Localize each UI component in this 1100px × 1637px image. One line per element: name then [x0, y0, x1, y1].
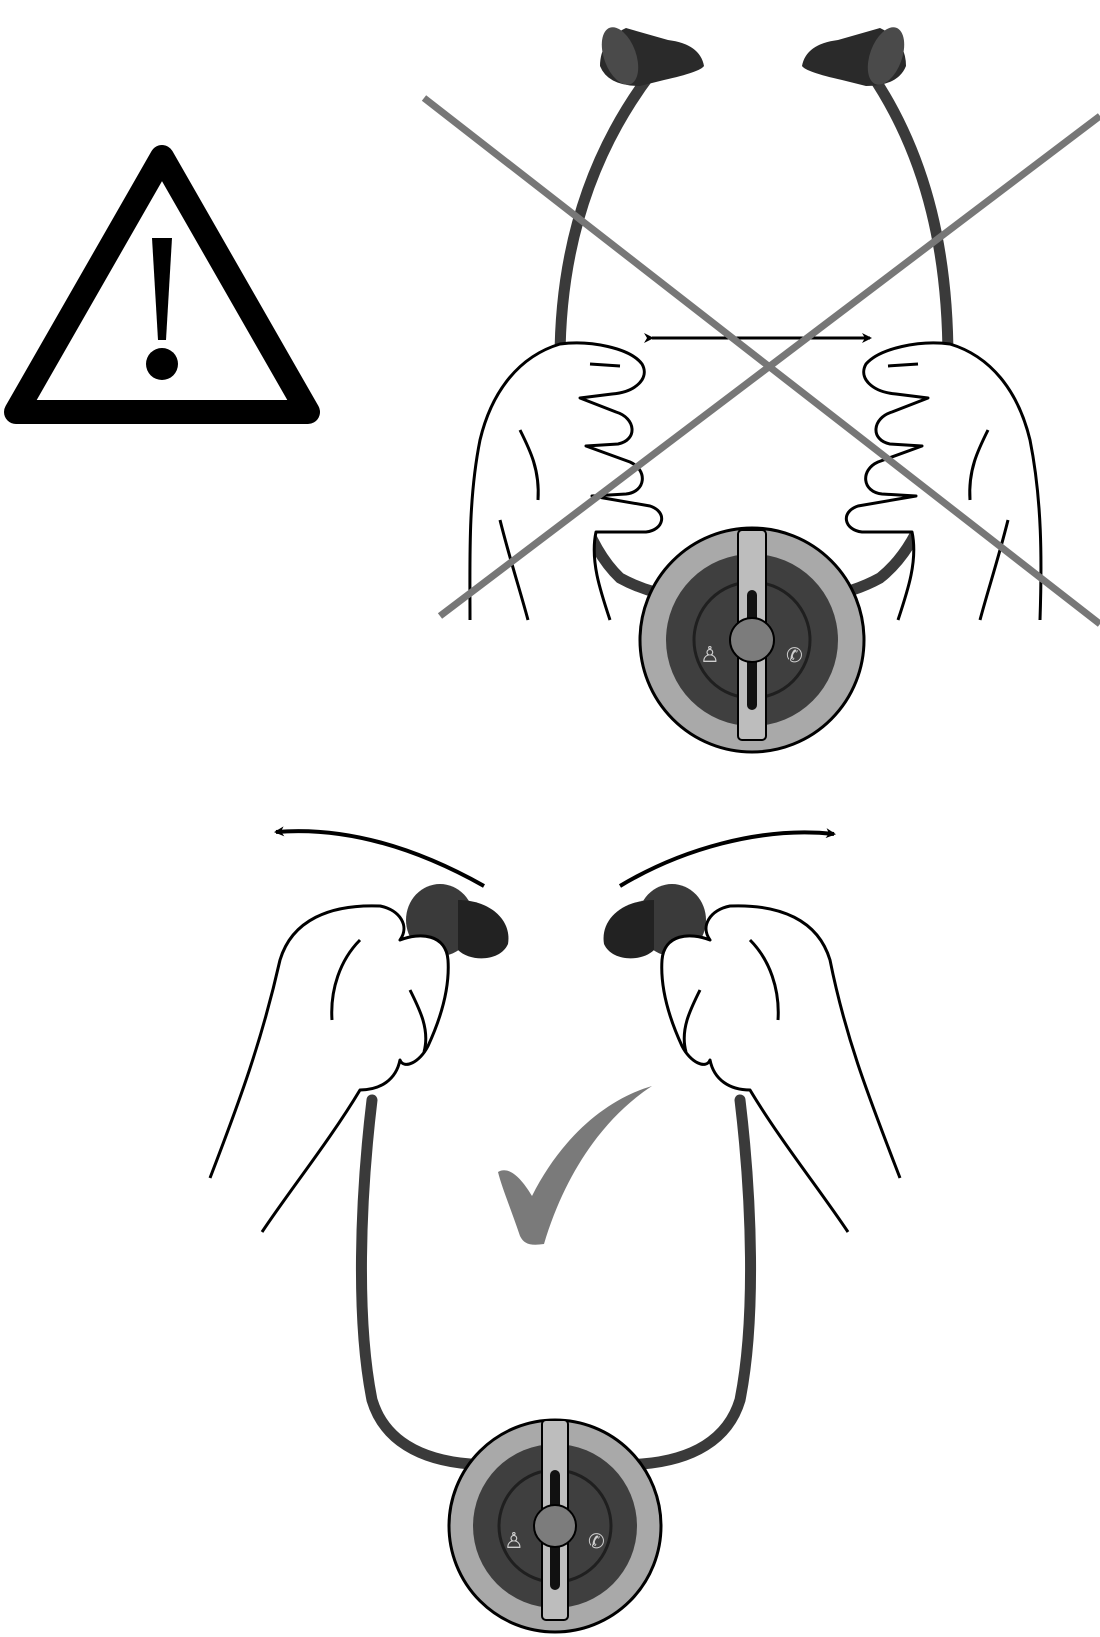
- pod-people-glyph: ♙: [700, 643, 720, 668]
- pod-phone-glyph: ✆: [786, 643, 803, 667]
- pod-people-glyph: ♙: [504, 1529, 524, 1554]
- pod-phone-glyph: ✆: [588, 1529, 605, 1553]
- left-hand: [210, 906, 448, 1232]
- right-earbud: [802, 22, 911, 89]
- right-hand: [662, 906, 900, 1232]
- incorrect-handling-panel: ♙ ✆: [424, 22, 1100, 752]
- warning-triangle-icon: [16, 157, 308, 412]
- check-mark-icon: [498, 1086, 652, 1245]
- neckband-cable: [361, 1100, 750, 1466]
- neckband-control-pod: ♙ ✆: [449, 1420, 661, 1632]
- neckband-control-pod: ♙ ✆: [640, 528, 864, 752]
- correct-handling-panel: ♙ ✆: [210, 831, 900, 1632]
- pull-outward-arrow-left: [276, 831, 484, 886]
- pull-outward-arrow-right: [620, 832, 834, 886]
- left-earbud: [595, 22, 704, 89]
